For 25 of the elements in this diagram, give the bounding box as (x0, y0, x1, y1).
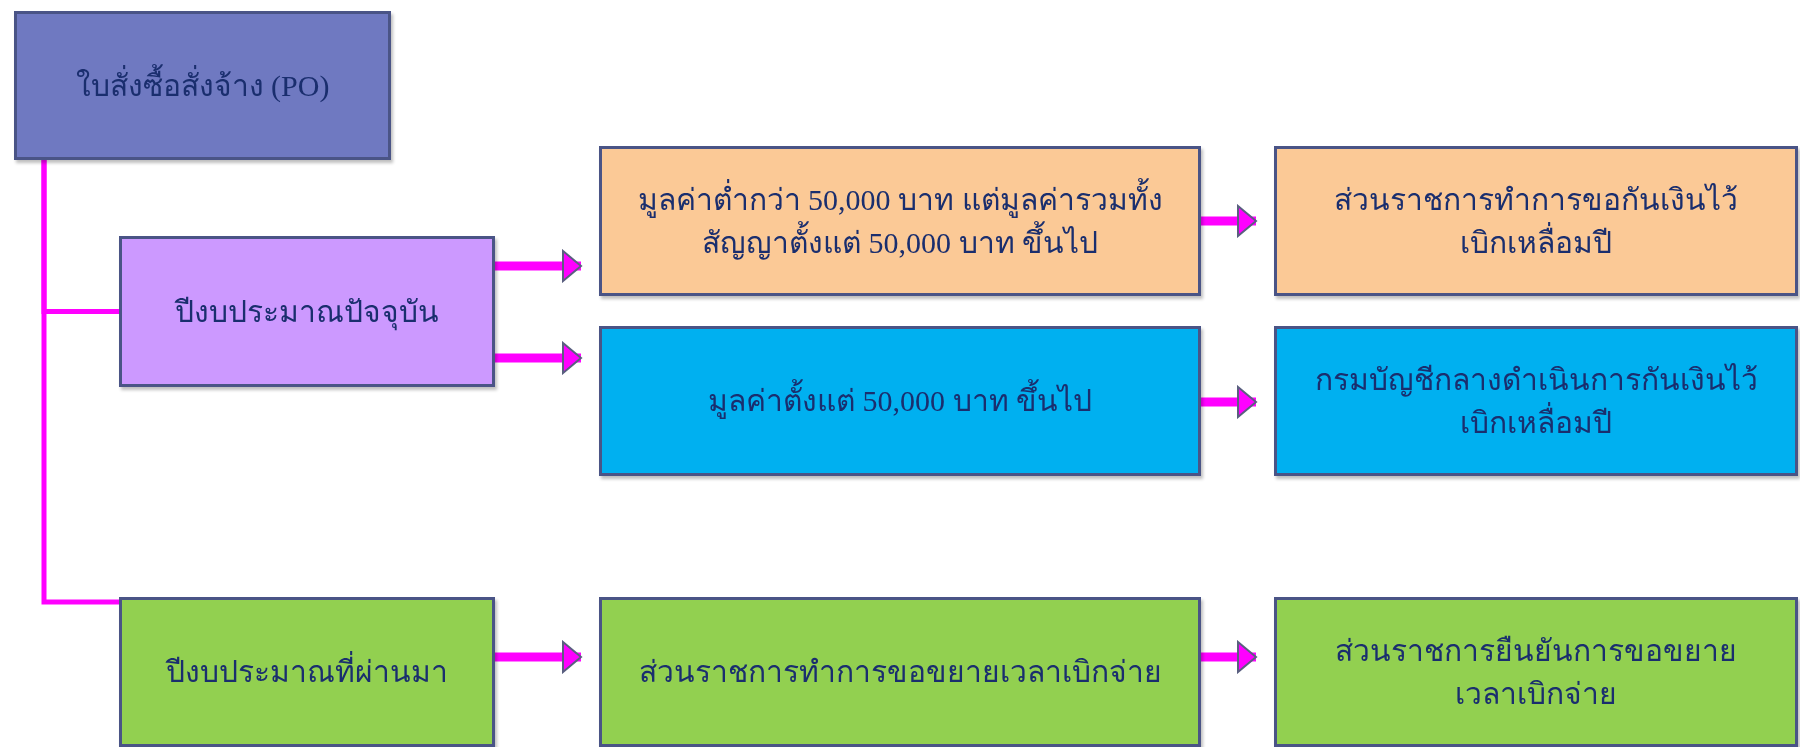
box-label: มูลค่าต่ำกว่า 50,000 บาท แต่มูลค่ารวมทั้งสัญญาตั้งแต่ 50,000 บาท ขึ้นไป (602, 177, 1198, 265)
process-box (599, 146, 1201, 296)
arrow (1201, 641, 1257, 673)
arrow (495, 641, 582, 673)
process-box (1274, 146, 1798, 296)
box-label: ส่วนราชการยืนยันการขอขยายเวลาเบิกจ่าย (1334, 632, 1738, 712)
process-box (599, 326, 1201, 476)
process-box (599, 597, 1201, 747)
process-box (14, 11, 391, 160)
arrow (495, 250, 582, 282)
process-box (119, 236, 495, 387)
process-box (119, 597, 495, 747)
box-label: ส่วนราชการทำการขอขยายเวลาเบิกจ่าย (637, 654, 1163, 691)
box-label: ส่วนราชการทำการขอกันเงินไว้เบิกเหลื่อมปี (1333, 181, 1739, 261)
box-label: ปีงบประมาณที่ผ่านมา (132, 650, 482, 694)
box-label: ใบสั่งซื้อสั่งจ้าง (PO) (41, 63, 364, 108)
arrow (495, 342, 582, 374)
box-label: กรมบัญชีกลางดำเนินการกันเงินไว้เบิกเหลื่อมปี (1313, 361, 1759, 441)
process-box (1274, 326, 1798, 476)
connector-line (41, 160, 119, 605)
box-label: ปีงบประมาณปัจจุบัน (141, 289, 473, 334)
box-label: มูลค่าตั้งแต่ 50,000 บาท ขึ้นไป (674, 379, 1126, 423)
process-box (1274, 597, 1798, 747)
arrow (1201, 205, 1257, 237)
arrow (1201, 386, 1257, 418)
